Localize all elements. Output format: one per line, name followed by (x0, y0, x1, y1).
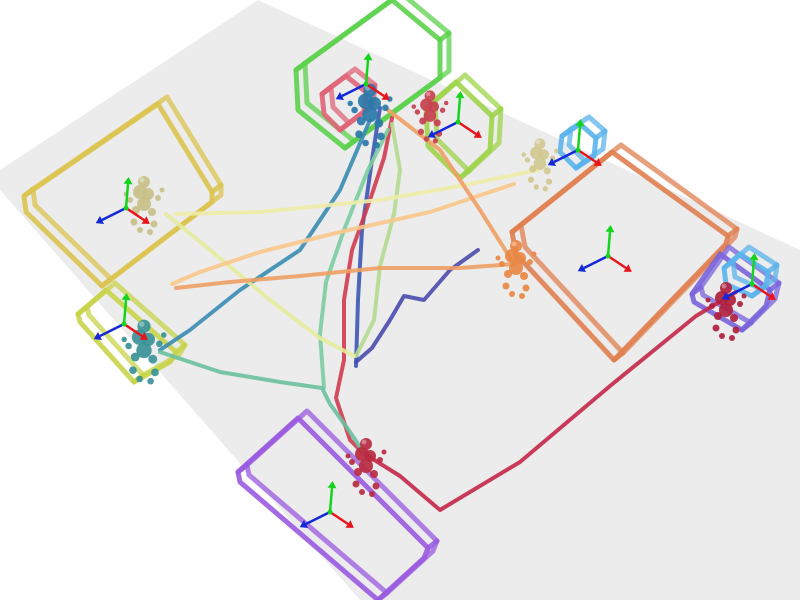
axes-gizmo-orange-box (577, 225, 632, 273)
axes-gizmo-top-right (427, 91, 482, 139)
human-figure-tan-left (123, 176, 165, 235)
axes-gizmo-top (335, 53, 390, 101)
trajectories (158, 106, 738, 512)
box-green-top (293, 0, 452, 151)
trajectory-pale-yellow (174, 168, 540, 216)
trajectory-teal-blue (158, 118, 372, 352)
human-figure-teal-left (121, 319, 167, 385)
human-figure-blue-top (347, 83, 393, 149)
axes-gizmo-left (95, 177, 150, 225)
trajectory-light-orange (170, 182, 516, 286)
box-purple-bottom (235, 408, 440, 600)
trajectory-yellow-green (164, 212, 356, 358)
trajectory-mint (318, 128, 390, 390)
trajectory-seafoam (158, 350, 368, 458)
trajectory-crimson (366, 290, 738, 512)
box-yellow-left (21, 94, 224, 289)
bounding-boxes (21, 0, 782, 600)
axes-gizmo-bottom (299, 481, 354, 529)
axis-gizmos (93, 53, 776, 529)
human-figure-orange-center (495, 240, 537, 299)
trajectory-lightgreen (354, 122, 402, 358)
axes-gizmo-right (721, 253, 776, 301)
human-figure-crimson-bottom (345, 438, 387, 497)
trajectory-orange (174, 108, 516, 290)
human-figure-red-top (411, 90, 449, 144)
human-figure-tan-right (521, 138, 559, 192)
axes-gizmo-small-box (547, 119, 602, 167)
axes-gizmo-lower-left (93, 293, 148, 341)
